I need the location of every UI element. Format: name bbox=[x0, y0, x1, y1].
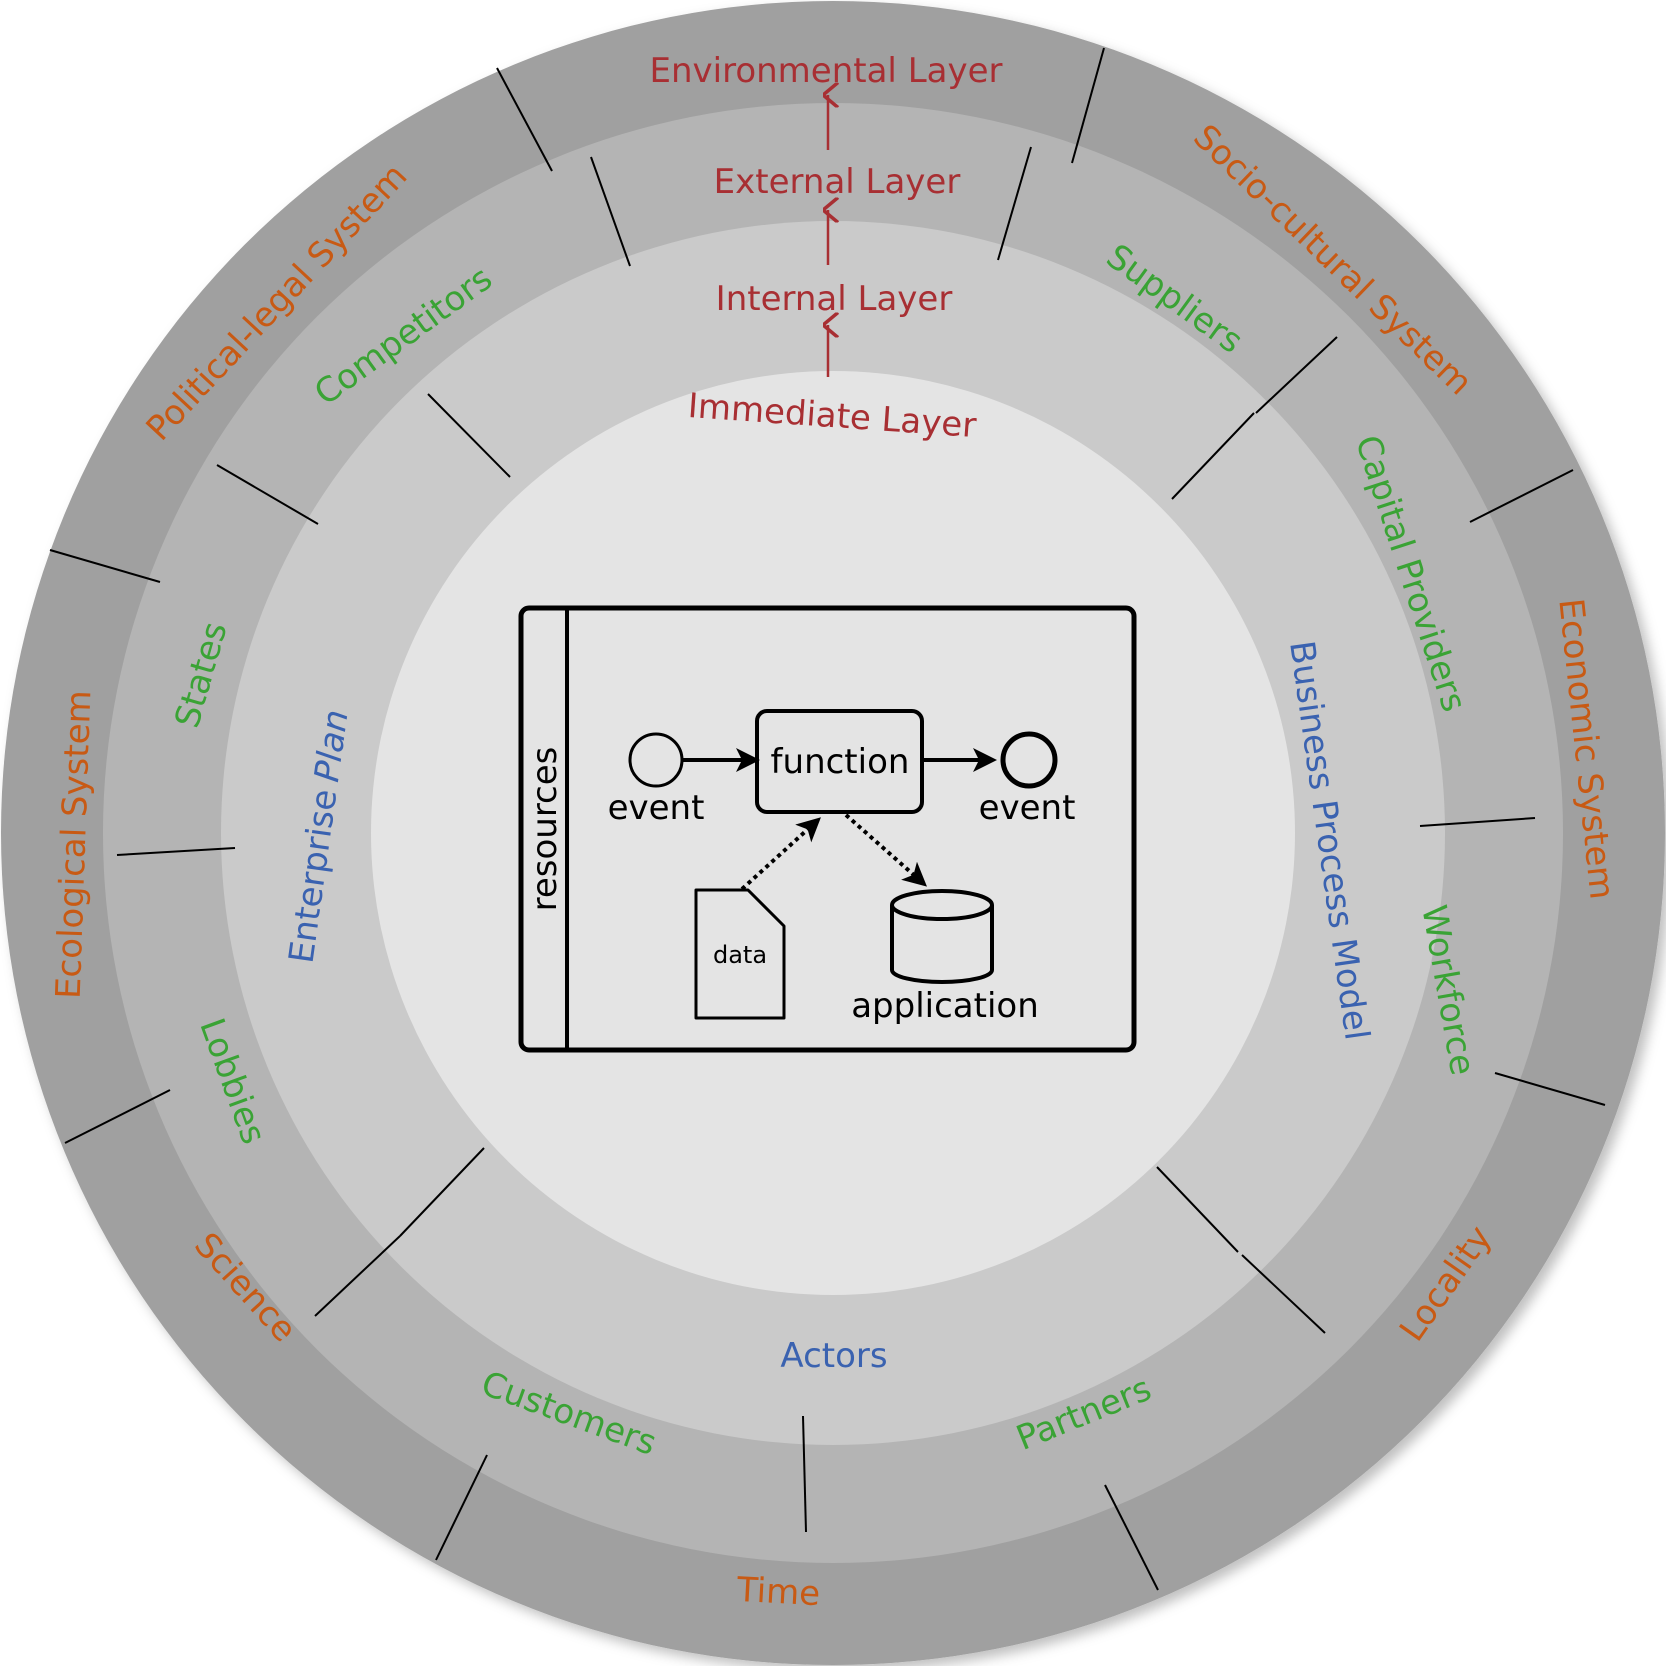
application-label: application bbox=[851, 986, 1039, 1026]
int-label-actors: Actors bbox=[780, 1336, 887, 1376]
end-event-label: event bbox=[979, 788, 1076, 828]
pool-label-resources: resources bbox=[525, 747, 565, 912]
function-label: function bbox=[771, 742, 910, 782]
data-object-label: data bbox=[713, 941, 767, 969]
process-model: resources event function event data appl… bbox=[518, 605, 1137, 1053]
application-store-body bbox=[890, 905, 994, 984]
external-layer-title: External Layer bbox=[714, 162, 961, 202]
external-dividers bbox=[116, 146, 1536, 1533]
data-object-fold bbox=[747, 889, 785, 927]
internal-dividers bbox=[399, 393, 1255, 1253]
core-circle bbox=[371, 371, 1295, 1295]
start-event-label: event bbox=[608, 788, 705, 828]
plan-text: Plan bbox=[307, 707, 357, 784]
association-data-to-function bbox=[740, 817, 821, 891]
data-object-shape bbox=[694, 888, 786, 1020]
start-event-circle bbox=[628, 732, 684, 788]
application-store-top bbox=[890, 889, 994, 921]
end-event-circle bbox=[1000, 731, 1058, 789]
internal-layer-title: Internal Layer bbox=[716, 279, 953, 319]
function-box bbox=[755, 709, 924, 814]
environmental-layer-title: Environmental Layer bbox=[650, 51, 1003, 91]
env-label-time: Time bbox=[735, 1570, 821, 1614]
pool-box bbox=[518, 605, 1137, 1053]
environmental-dividers bbox=[49, 47, 1606, 1591]
association-function-to-application bbox=[844, 813, 927, 887]
